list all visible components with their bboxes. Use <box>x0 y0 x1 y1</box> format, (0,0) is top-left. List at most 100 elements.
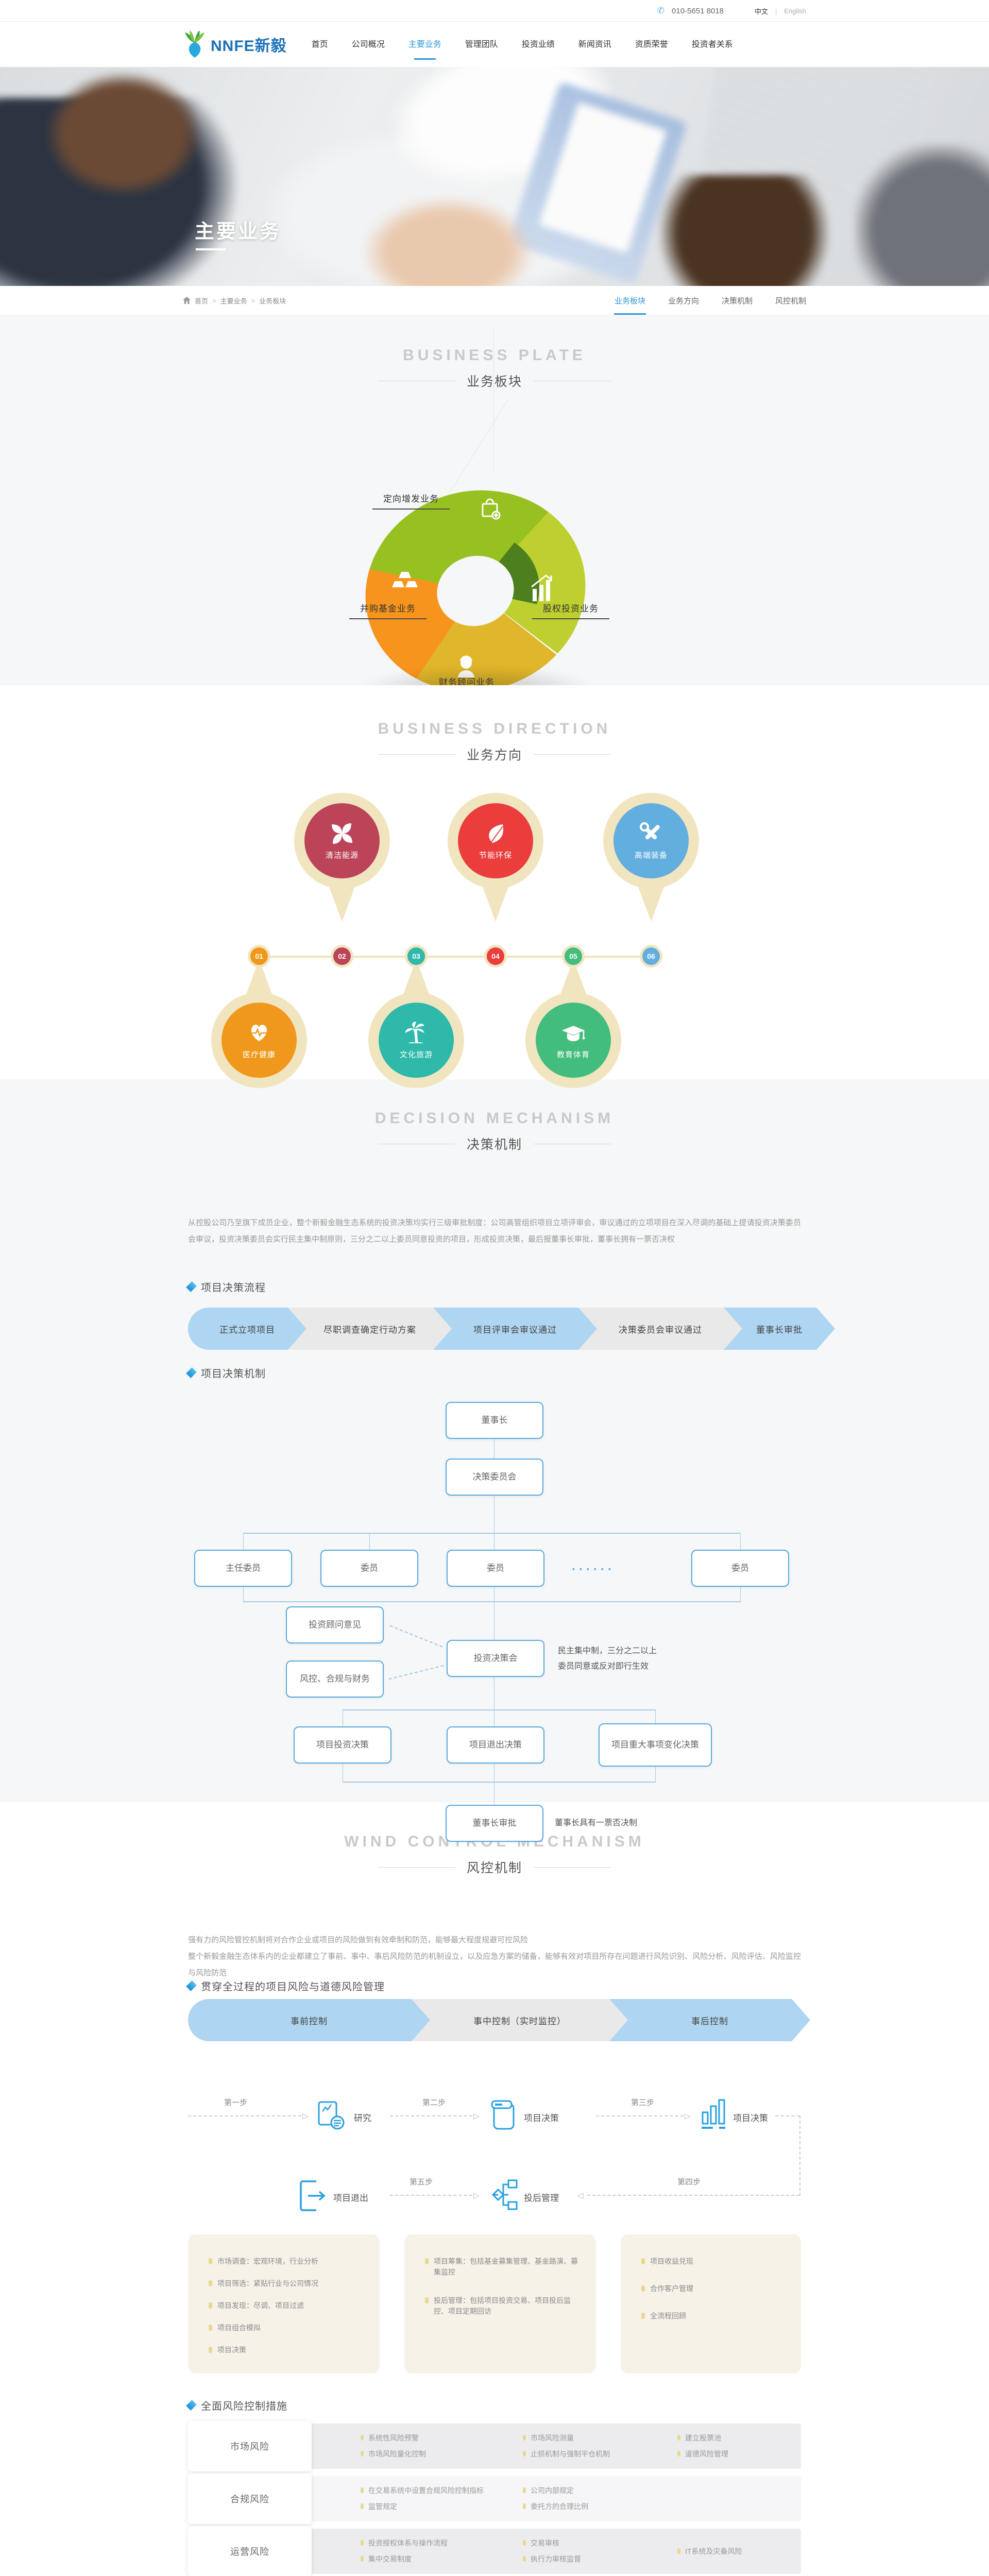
nav-item-news[interactable]: 新闻资讯 <box>578 40 611 49</box>
lang-switch-en[interactable]: English <box>784 7 806 15</box>
nav-item-main-business[interactable]: 主要业务 <box>408 32 441 57</box>
section-decision-mechanism: DECISION MECHANISM 决策机制 从控股公司乃至旗下成员企业，整个… <box>0 1079 989 1842</box>
nav-item-investor-relations[interactable]: 投资者关系 <box>691 40 733 49</box>
step-name-post-investment: 投后管理 <box>524 2193 559 2203</box>
title-line <box>534 1867 611 1868</box>
logo[interactable]: NNFE新毅 <box>183 30 287 58</box>
plate-label-ma-fund[interactable]: 并购基金业务 <box>349 601 427 619</box>
pin-tail <box>634 874 669 922</box>
risk-name: 合规风险 <box>188 2473 312 2524</box>
timeline-node-03[interactable]: 03 <box>405 945 428 968</box>
section-business-direction: BUSINESS DIRECTION 业务方向 清洁能源 节能环保 <box>0 685 989 1088</box>
timeline-node-01[interactable]: 01 <box>248 945 270 968</box>
top-utility-bar: ✆ 010-5651 8018 中文 | English <box>0 0 989 22</box>
step-label-4: 第四步 <box>677 2178 701 2187</box>
arrow-left-icon: ◁ <box>577 2191 584 2200</box>
direction-pin-energy-saving[interactable]: 节能环保 <box>448 793 543 922</box>
breadcrumb-separator: > <box>251 296 255 304</box>
bullet-icon <box>209 2347 212 2353</box>
bullet-icon <box>209 2302 212 2309</box>
phone-number: 010-5651 8018 <box>672 6 724 15</box>
tab-decision-mechanism[interactable]: 决策机制 <box>721 296 753 306</box>
breadcrumb-home[interactable]: 首页 <box>195 297 209 305</box>
wind-process-heading: 贯穿全过程的项目风险与道德风险管理 <box>186 1978 385 1993</box>
step-label-3: 第三步 <box>631 2098 655 2107</box>
direction-pin-education-sports[interactable]: 教育体育 <box>525 959 621 1088</box>
org-project-invest-decision: 项目投资决策 <box>294 1726 391 1764</box>
hero-banner: 主要业务 <box>0 67 989 286</box>
org-meeting-note: 民主集中制，三分之二以上 委员同意或反对即行生效 <box>558 1647 657 1671</box>
lang-separator: | <box>775 7 777 15</box>
nav-item-honors[interactable]: 资质荣誉 <box>635 40 668 49</box>
section-title-en: BUSINESS DIRECTION <box>378 720 611 737</box>
home-icon[interactable] <box>183 297 191 304</box>
business-plate-diagram: 定向增发业务 并购基金业务 股权投资业务 财务顾问业务 <box>295 444 656 685</box>
timeline-node-04[interactable]: 04 <box>484 945 507 968</box>
process-card-2: 项目筹集：包括基金募集管理、基金路演、募集监控 投后管理：包括项目投资交易、项目… <box>404 2234 596 2374</box>
bullet-icon <box>209 2258 212 2264</box>
plate-label-equity-investment[interactable]: 股权投资业务 <box>532 601 609 619</box>
org-risk-compliance-finance: 风控、合规与财务 <box>286 1660 384 1698</box>
breadcrumb-mid[interactable]: 主要业务 <box>220 297 247 305</box>
risk-row-operations: 运营风险 投资授权体系与操作流程 集中交易制度 交易审核 执行力审核监督 IT系… <box>188 2526 801 2576</box>
risk-name: 市场风险 <box>188 2421 312 2471</box>
wind-paragraph-1: 强有力的风险管控机制将对合作企业或项目的风险做到有效牵制和防范，能够最大程度规避… <box>188 1936 528 1944</box>
pin-tail <box>325 874 360 922</box>
step-label-5: 第五步 <box>410 2178 433 2187</box>
advisor-person-icon <box>458 655 474 677</box>
exit-icon <box>300 2180 326 2211</box>
pin-label: 文化旅游 <box>399 1050 433 1059</box>
org-chairman-approval: 董事长审批 <box>446 1805 543 1842</box>
logo-text: NNFE新毅 <box>211 38 287 55</box>
bars-icon <box>702 2099 725 2129</box>
diamond-bullet-icon <box>186 1281 197 1292</box>
tab-wind-control[interactable]: 风控机制 <box>775 296 806 306</box>
pin-label: 高端装备 <box>634 851 668 860</box>
plate-label-directional-issue[interactable]: 定向增发业务 <box>372 492 450 510</box>
bullet-icon <box>209 2325 212 2331</box>
direction-pin-clean-energy[interactable]: 清洁能源 <box>294 793 390 922</box>
decision-box-icon <box>491 2100 515 2130</box>
page-title: 主要业务 <box>195 221 282 243</box>
breadcrumb-current[interactable]: 业务板块 <box>259 297 286 305</box>
timeline-node-06[interactable]: 06 <box>640 945 662 968</box>
timeline-node-05[interactable]: 05 <box>562 945 585 968</box>
donut-shadow <box>357 666 599 685</box>
org-member: 委员 <box>320 1550 418 1587</box>
phase-during: 事中控制（实时监控） <box>412 1999 628 2041</box>
flow-step-1: 正式立项项目 <box>188 1308 306 1350</box>
lang-switch-zh[interactable]: 中文 <box>754 7 768 15</box>
wind-steps-flow: 第一步 ▷ 研究 第二步 ▷ 项目决策 第三步 ▷ 项目决策 项 <box>188 2093 801 2227</box>
nav-item-performance[interactable]: 投资业绩 <box>521 40 555 49</box>
tab-business-direction[interactable]: 业务方向 <box>668 296 699 306</box>
nav-item-home[interactable]: 首页 <box>311 40 328 49</box>
nav-item-team[interactable]: 管理团队 <box>465 40 498 49</box>
direction-pin-culture-tourism[interactable]: 文化旅游 <box>368 959 464 1088</box>
donut-chart <box>365 490 586 685</box>
tab-business-plate[interactable]: 业务板块 <box>615 286 645 315</box>
org-more-members: ······ <box>572 1563 615 1577</box>
bullet-icon <box>641 2285 645 2292</box>
direction-pin-medical-health[interactable]: 医疗健康 <box>211 959 307 1088</box>
palm-tree-icon <box>405 1021 424 1043</box>
section-title-zh: 业务方向 <box>466 748 522 762</box>
tools-icon <box>640 822 660 839</box>
phone-icon: ✆ <box>657 6 665 15</box>
step-name-research: 研究 <box>354 2113 371 2123</box>
network-icon <box>491 2179 518 2210</box>
decision-mech-heading: 项目决策机制 <box>186 1365 266 1380</box>
bullet-icon <box>209 2280 212 2286</box>
nav-item-company[interactable]: 公司概况 <box>351 40 385 49</box>
wind-phase-bar: 事前控制 事中控制（实时监控） 事后控制 <box>188 1999 810 2041</box>
flow-step-3: 项目评审会审议通过 <box>433 1308 597 1350</box>
direction-pin-high-end-equipment[interactable]: 高端装备 <box>603 793 699 922</box>
org-major-change-decision: 项目重大事项变化决策 <box>599 1723 712 1767</box>
flow-step-4: 决策委员会审议通过 <box>578 1308 742 1350</box>
org-chief-member: 主任委员 <box>194 1550 292 1587</box>
org-project-exit-decision: 项目退出决策 <box>447 1726 544 1764</box>
breadcrumb-bar: 首页 > 主要业务 > 业务板块 业务板块 业务方向 决策机制 风控机制 <box>0 286 989 315</box>
org-chart: 董事长 决策委员会 主任委员 委员 委员 ······ 委员 投资顾问意见 风控… <box>188 1398 801 1856</box>
plate-label-financial-advisory[interactable]: 财务顾问业务 <box>428 675 505 685</box>
timeline-node-02[interactable]: 02 <box>331 945 353 968</box>
decision-flow-heading: 项目决策流程 <box>186 1279 266 1294</box>
